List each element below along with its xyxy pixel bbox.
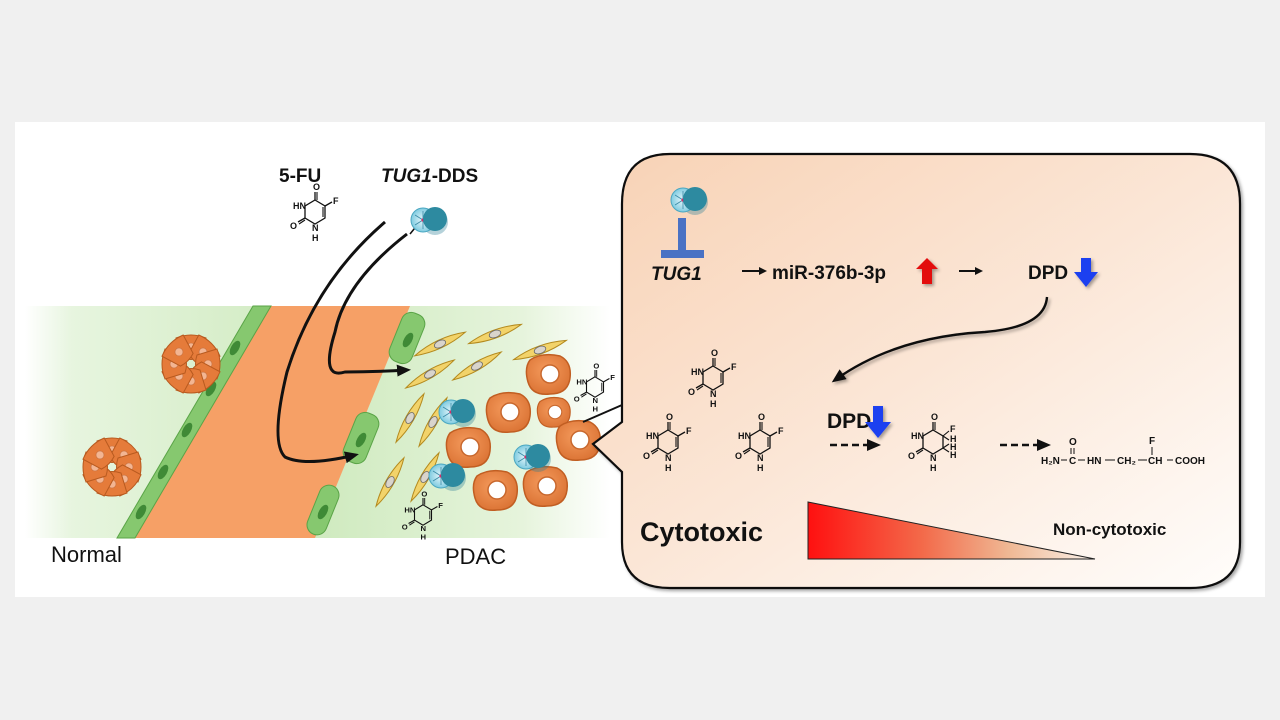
atom-hn: HN	[911, 431, 924, 441]
atom-f: F	[438, 501, 443, 510]
atom-n: N	[312, 223, 319, 233]
label-tug1: TUG1	[651, 264, 702, 285]
atom-o: O	[931, 412, 938, 422]
atom-h: H	[592, 405, 598, 414]
atom-f: F	[950, 424, 956, 434]
zoom-connector	[582, 404, 623, 423]
fluorouracil-structure: O F HN O N H	[643, 412, 692, 473]
label-pdac: PDAC	[445, 544, 506, 569]
atom-c: C	[1069, 456, 1076, 467]
atom-h: H	[665, 463, 672, 473]
atom-f: F	[778, 426, 784, 436]
atom-h: H	[950, 442, 957, 452]
dihydrofluorouracil-structure: O F H H H HN O N H	[908, 412, 957, 473]
atom-n: N	[710, 389, 717, 399]
atom-n: N	[930, 453, 937, 463]
atom-o: O	[643, 451, 650, 461]
atom-o: O	[290, 221, 297, 231]
atom-o: O	[313, 182, 320, 192]
atom-o: O	[666, 412, 673, 422]
atom-n: N	[420, 524, 426, 533]
atom-o: O	[421, 489, 427, 498]
atom-h: H	[930, 463, 937, 473]
label-non-cytotoxic: Non-cytotoxic	[1053, 520, 1166, 539]
label-mirna: miR-376b-3p	[772, 263, 886, 284]
fluorouracil-structure: O F HN O N H	[402, 489, 444, 541]
blue-down-arrow-icon	[865, 406, 891, 438]
label-5fu: 5-FU	[279, 166, 321, 187]
atom-o: O	[688, 387, 695, 397]
atom-h2n: H₂N	[1041, 456, 1060, 467]
atom-hn: HN	[576, 377, 587, 386]
atom-f: F	[333, 196, 339, 206]
atom-o: O	[711, 348, 718, 358]
label-dpd-top: DPD	[1028, 263, 1068, 284]
atom-h: H	[312, 233, 319, 243]
inhibition-t-bar-icon	[661, 218, 704, 258]
figure-canvas: O F HN O N H 5-FU TUG1-DDS O F HN O N H …	[15, 122, 1265, 597]
atom-hn: HN	[646, 431, 659, 441]
atom-h: H	[950, 450, 957, 460]
atom-n: N	[592, 396, 598, 405]
nanoparticle-icon	[410, 206, 449, 236]
cytotoxicity-gradient-wedge	[807, 501, 1096, 560]
atom-n: N	[665, 453, 672, 463]
atom-cooh: COOH	[1175, 456, 1205, 467]
fluorouracil-structure: O F HN O N H	[688, 348, 737, 409]
curved-arrow	[831, 296, 1049, 383]
graphical-abstract: O F HN O N H 5-FU TUG1-DDS O F HN O N H …	[25, 152, 1242, 590]
fluorouracil-structure: O F HN O N H	[290, 182, 339, 243]
atom-o: O	[908, 451, 915, 461]
label-tug1-dds: TUG1-DDS	[381, 166, 478, 187]
label-dpd-mid: DPD	[827, 410, 871, 433]
fluorouracil-structure: O F HN O N H	[735, 412, 784, 473]
atom-hn: HN	[293, 201, 306, 211]
atom-f: F	[686, 426, 692, 436]
atom-o: O	[758, 412, 765, 422]
atom-hn: HN	[404, 505, 415, 514]
atom-o: O	[574, 394, 580, 403]
atom-h: H	[950, 434, 957, 444]
atom-h: H	[710, 399, 717, 409]
label-cytotoxic: Cytotoxic	[640, 517, 763, 547]
blood-vessel	[125, 306, 410, 538]
fluorouracil-structure: O F HN O N H	[574, 361, 616, 413]
fluoroureidopropionate-structure: H₂N C O HN CH₂ CH F COOH	[1041, 436, 1205, 467]
atom-f: F	[1149, 436, 1155, 447]
red-up-arrow-icon	[916, 258, 938, 284]
blue-down-arrow-icon	[1074, 258, 1098, 287]
atom-n: N	[757, 453, 764, 463]
atom-ch: CH	[1148, 456, 1162, 467]
atom-hn: HN	[691, 367, 704, 377]
atom-f: F	[731, 362, 737, 372]
atom-h: H	[757, 463, 764, 473]
atom-o: O	[1069, 437, 1077, 448]
atom-o: O	[593, 361, 599, 370]
atom-hn: HN	[738, 431, 751, 441]
atom-o: O	[402, 522, 408, 531]
atom-o: O	[735, 451, 742, 461]
atom-ch2: CH₂	[1117, 456, 1136, 467]
atom-hn: HN	[1087, 456, 1101, 467]
label-normal: Normal	[51, 542, 122, 567]
atom-f: F	[610, 373, 615, 382]
atom-h: H	[420, 533, 426, 542]
zoom-panel	[591, 152, 1242, 590]
endothelium-right	[306, 311, 426, 536]
